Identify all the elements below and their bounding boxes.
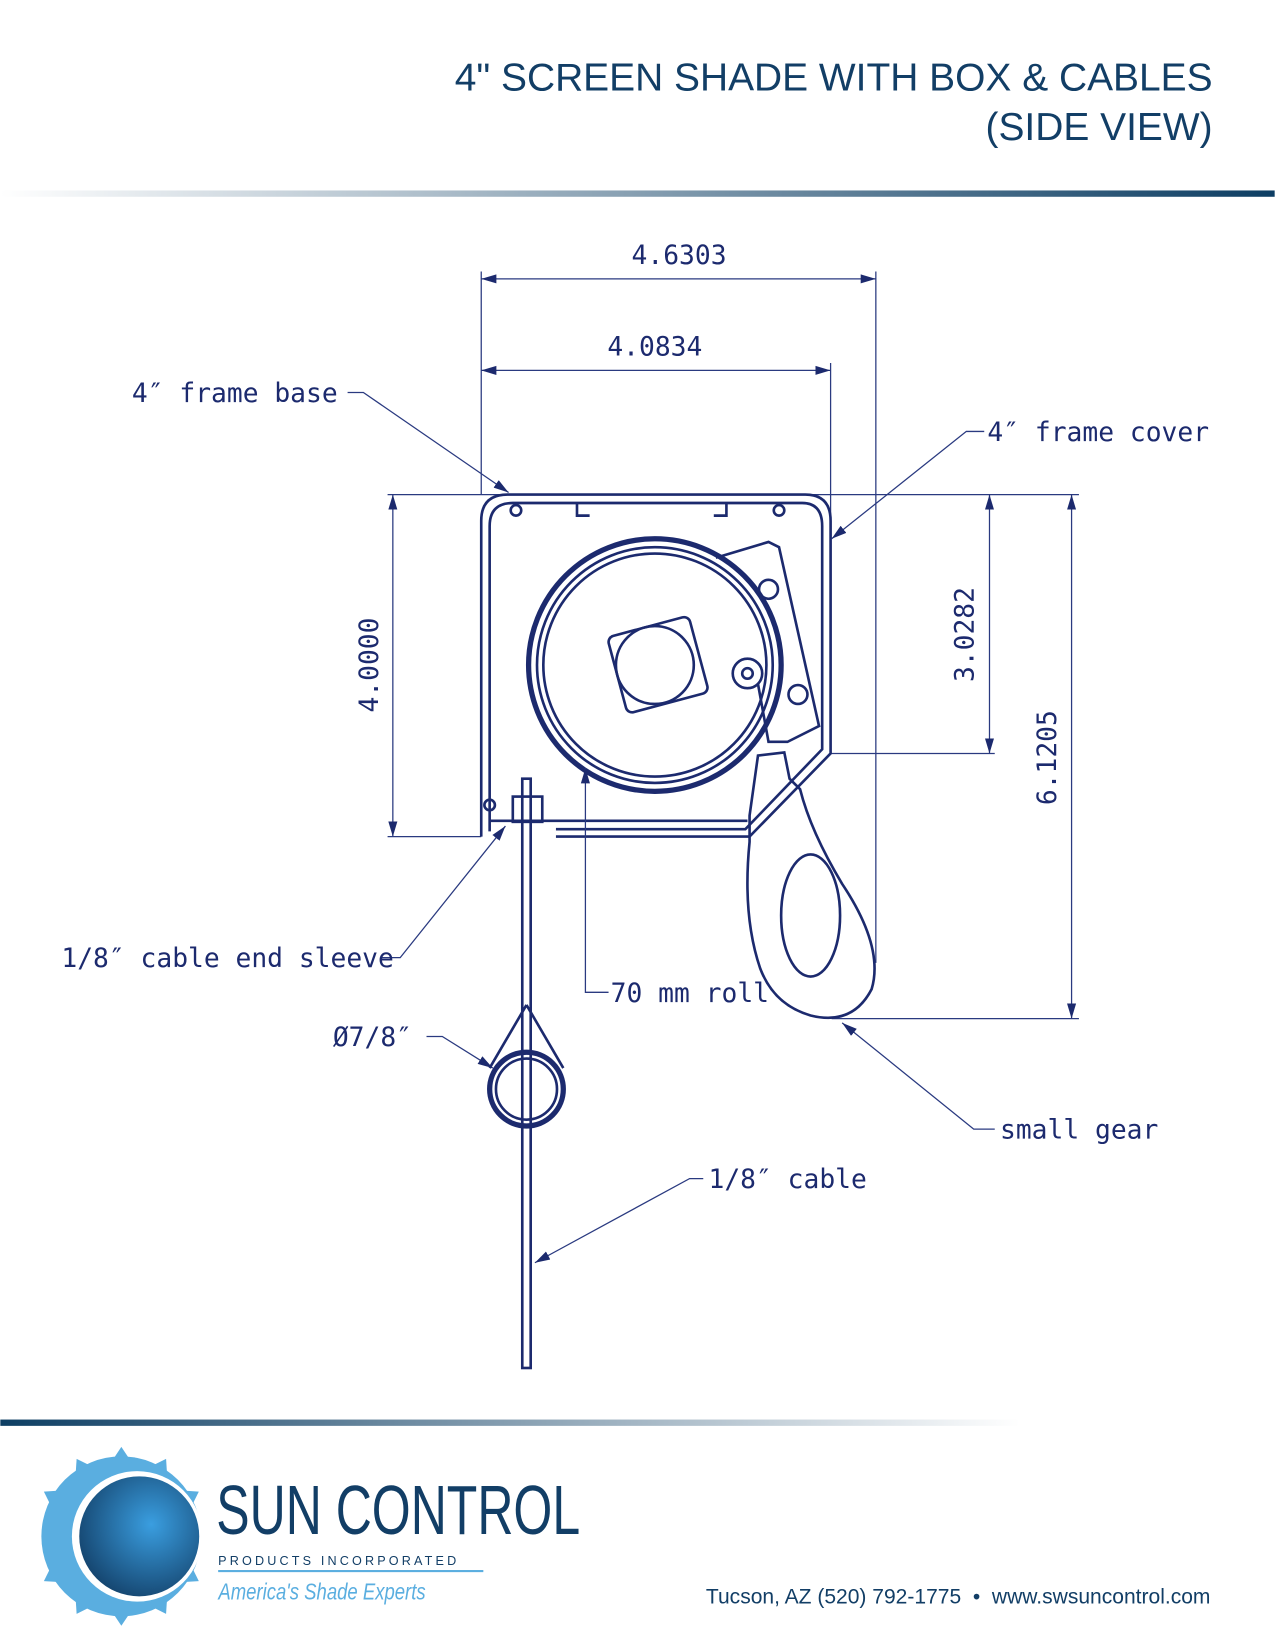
logo-tagline: America's Shade Experts (217, 1580, 426, 1605)
ring-pull (487, 1049, 566, 1129)
logo: SUN CONTROL PRODUCTS INCORPORATED Americ… (41, 1446, 580, 1626)
label-frame-cover: 4″ frame cover (987, 418, 1209, 448)
footer-contact: Tucson, AZ (520) 792-1775 • www.swsuncon… (706, 1586, 1211, 1609)
dim-box-width: 4.0834 (607, 333, 702, 363)
small-gear (746, 750, 876, 1020)
top-divider (0, 190, 1275, 197)
dim-box-height: 4.0000 (355, 618, 385, 713)
title-line-2: (SIDE VIEW) (986, 106, 1213, 149)
dim-cover-height: 3.0282 (951, 587, 981, 682)
label-ring: Ø7/8″ (333, 1023, 412, 1053)
bottom-divider (0, 1419, 1275, 1426)
label-cable-end-sleeve: 1/8″ cable end sleeve (61, 944, 393, 974)
label-frame-base: 4″ frame base (132, 379, 338, 409)
label-small-gear: small gear (1000, 1116, 1158, 1146)
dim-overall-height: 6.1205 (1033, 710, 1063, 805)
leaders (347, 391, 995, 1264)
label-cable: 1/8″ cable (709, 1165, 867, 1195)
cable (487, 777, 566, 1370)
logo-name: SUN CONTROL (216, 1471, 580, 1549)
title-line-1: 4" SCREEN SHADE WITH BOX & CABLES (455, 56, 1213, 99)
label-roll: 70 mm roll (611, 979, 769, 1009)
frame-box (479, 493, 832, 838)
gear-bracket (715, 540, 876, 1020)
logo-subtitle: PRODUCTS INCORPORATED (218, 1554, 459, 1568)
sun-icon (41, 1446, 203, 1626)
roll-tube (525, 536, 784, 794)
dim-overall-width: 4.6303 (632, 241, 727, 271)
